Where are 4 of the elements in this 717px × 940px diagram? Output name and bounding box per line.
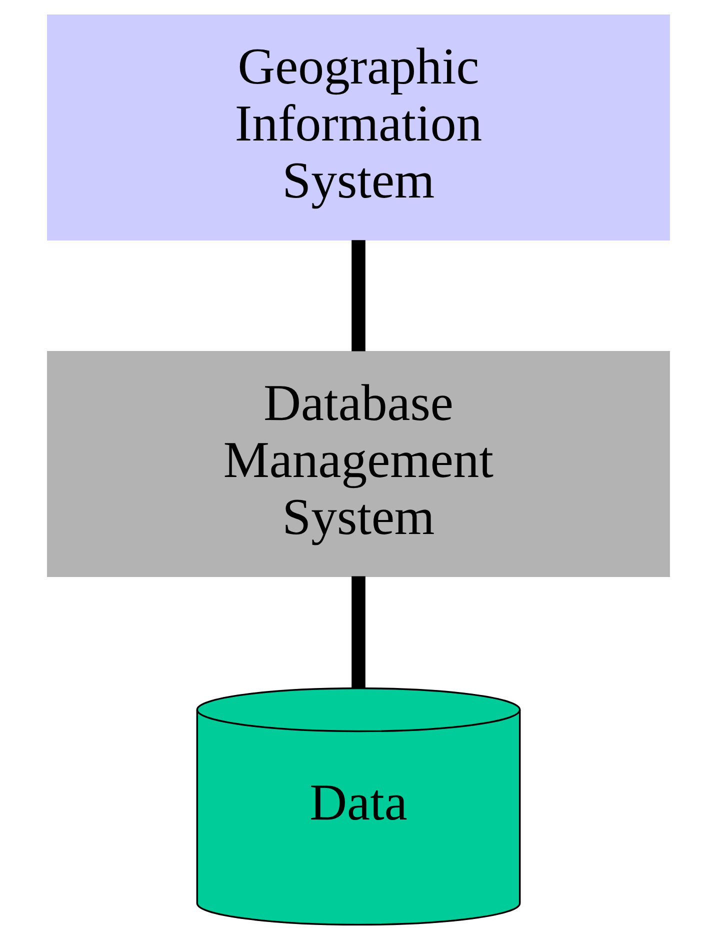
- node-box: Geographic Information System: [47, 14, 670, 240]
- connector: [352, 576, 366, 688]
- connector: [352, 240, 366, 352]
- node-box: Database Management System: [47, 350, 670, 577]
